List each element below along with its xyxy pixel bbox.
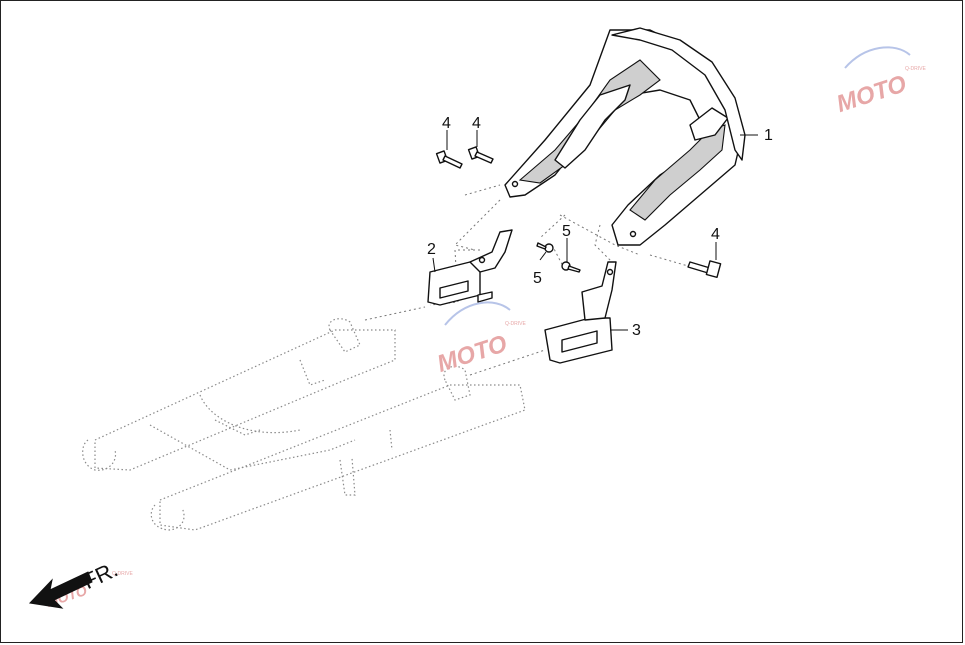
callout-4c: 4 [711, 226, 720, 243]
bolt-4a [435, 150, 463, 169]
right-bracket [544, 261, 617, 364]
callout-3: 3 [632, 322, 641, 339]
watermark-center: MOTO Q-DRIVE [434, 301, 527, 378]
watermark-top-right: MOTO Q-DRIVE [833, 46, 927, 118]
callout-2: 2 [427, 241, 436, 258]
callout-5a: 5 [562, 223, 571, 240]
svg-text:MOTO: MOTO [833, 70, 910, 118]
leader-lines [432, 130, 758, 331]
callout-5b: 5 [533, 270, 542, 287]
svg-text:MOTO: MOTO [434, 330, 511, 378]
screw-5b [561, 261, 581, 273]
rear-grab-rail [504, 27, 746, 246]
swingarm-ghost [82, 318, 526, 531]
svg-text:Q-DRIVE: Q-DRIVE [112, 571, 134, 577]
svg-text:Q-DRIVE: Q-DRIVE [505, 321, 527, 327]
callout-4a: 4 [442, 115, 451, 132]
callout-4b: 4 [472, 115, 481, 132]
left-bracket [427, 229, 513, 306]
callout-1: 1 [764, 127, 773, 144]
bolt-4b [467, 146, 494, 164]
screw-5a [536, 242, 554, 253]
svg-text:Q-DRIVE: Q-DRIVE [905, 66, 927, 72]
direction-arrow-icon [28, 571, 93, 609]
bolt-4c [687, 260, 722, 279]
